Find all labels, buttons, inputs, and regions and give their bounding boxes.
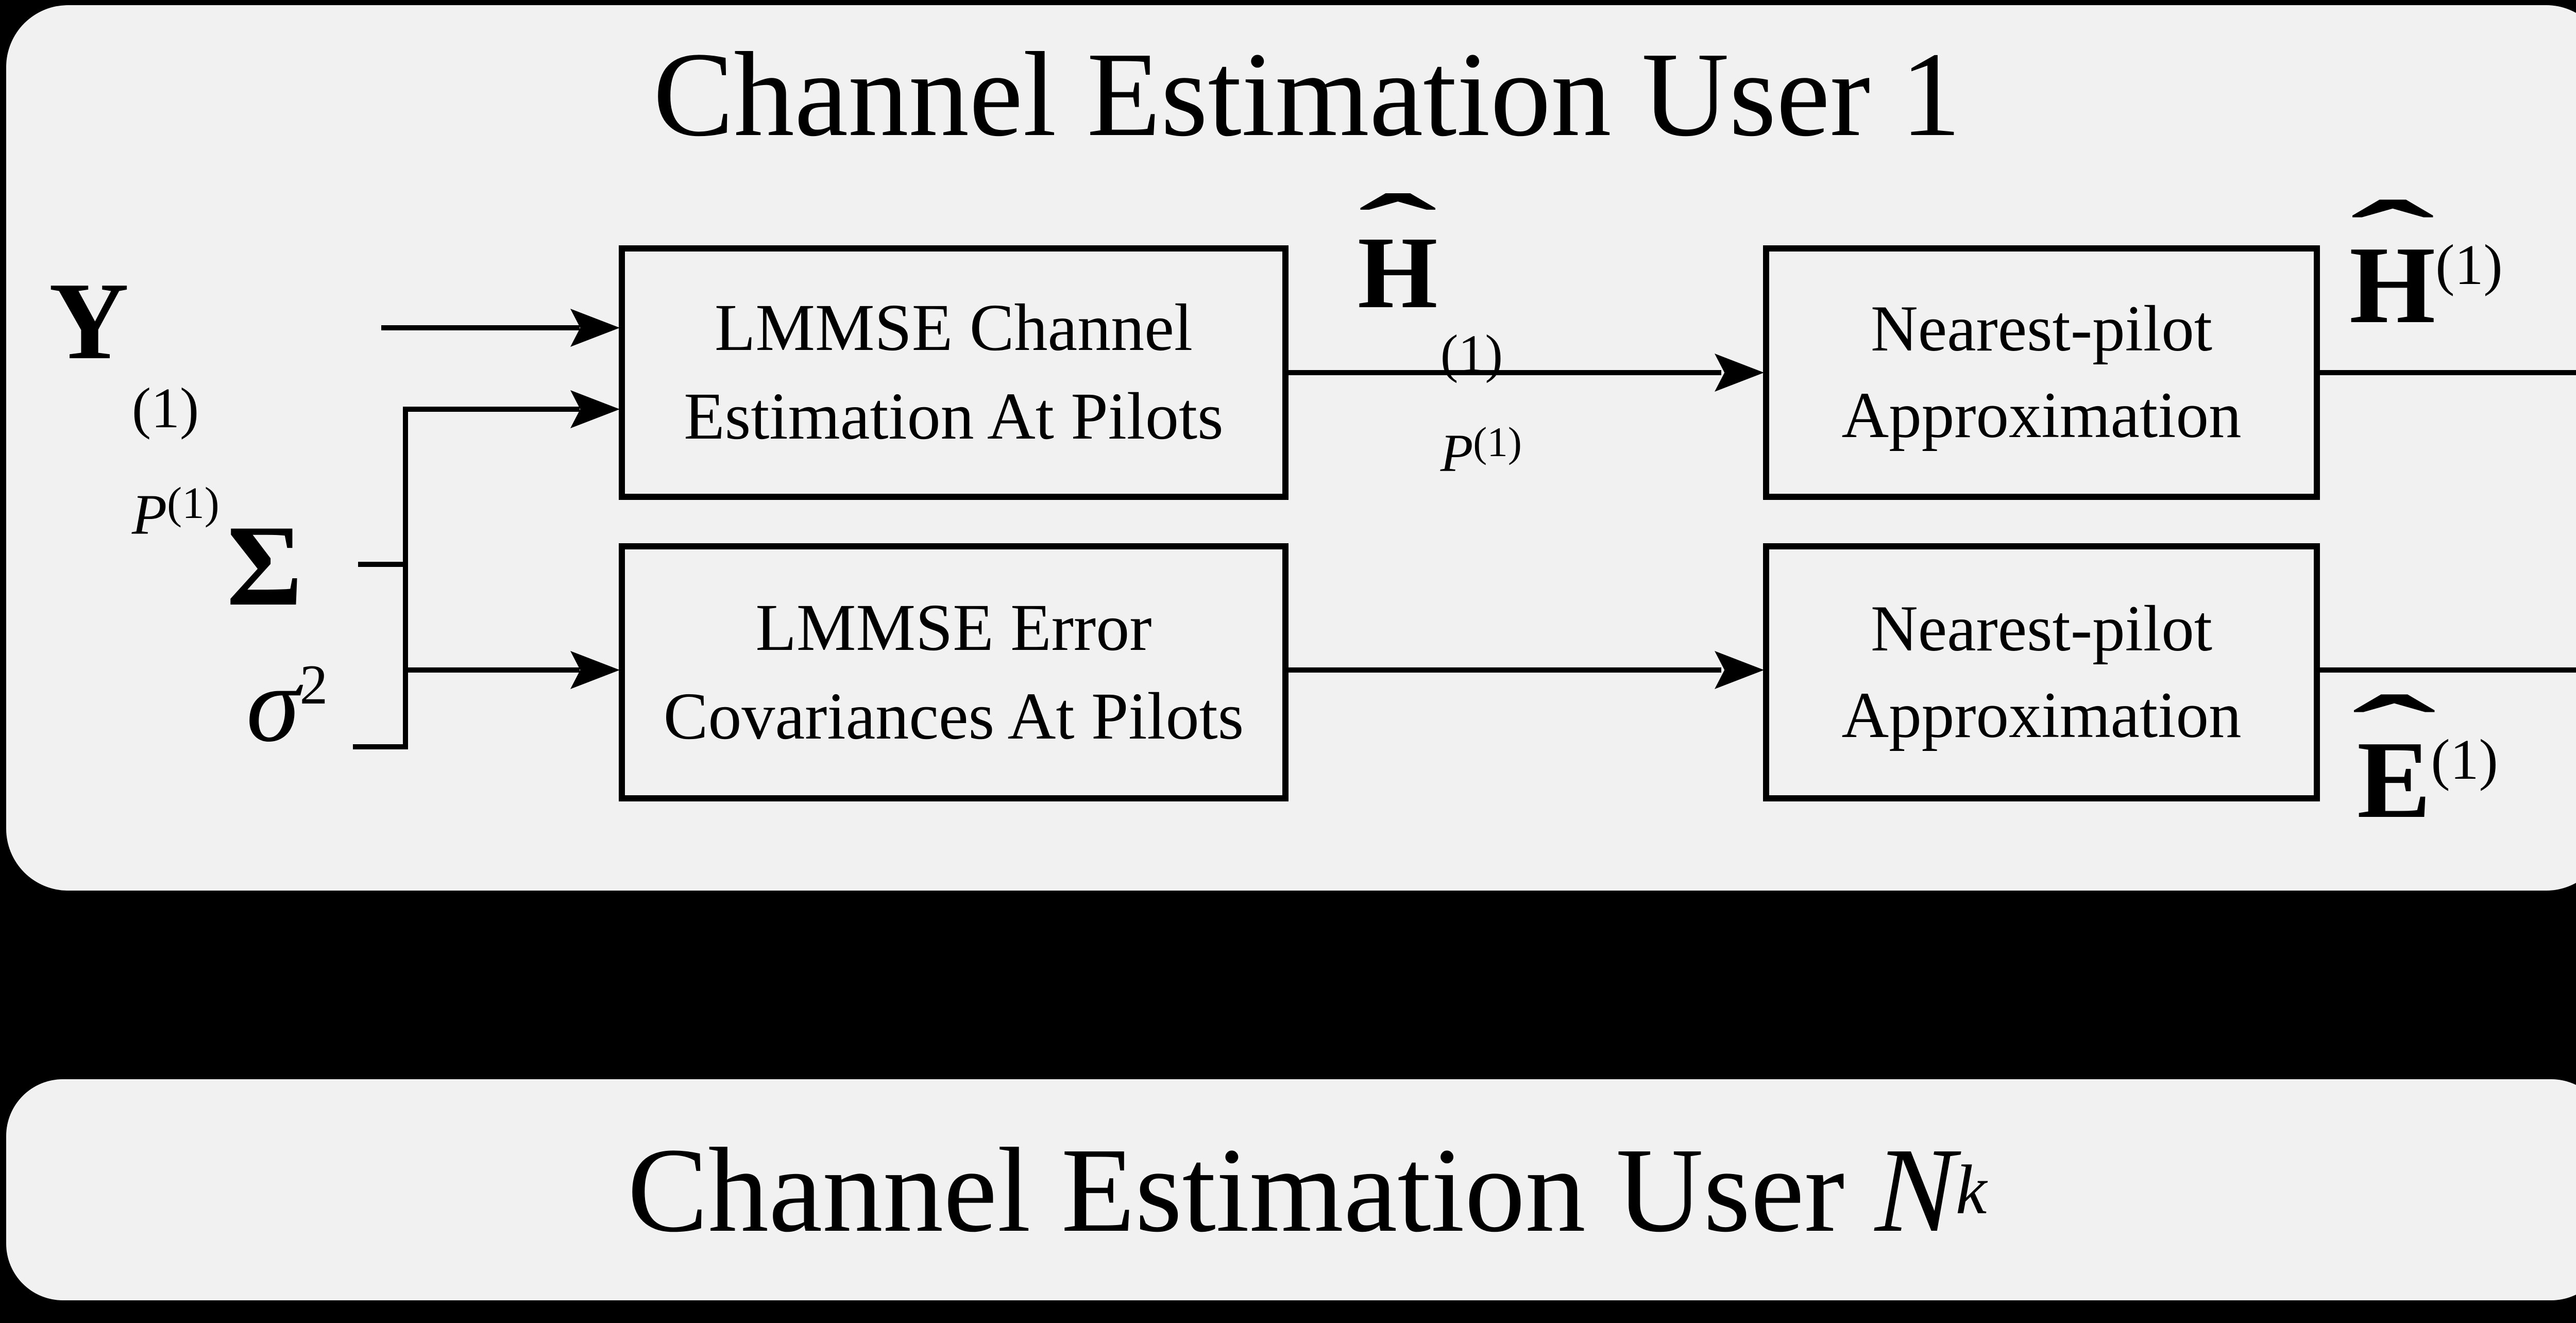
y-symbol: Y xyxy=(49,259,129,382)
h-out-superscript: (1) xyxy=(2435,233,2503,297)
hat-accent-icon: ˆ xyxy=(1358,175,1437,289)
noise-connector-line xyxy=(353,744,408,749)
panel-userN-title-prefix: Channel Estimation User xyxy=(627,1123,1875,1257)
input-label-sigma: Σ xyxy=(227,501,303,630)
block-np-top-line1: Nearest-pilot xyxy=(1871,293,2212,365)
sigma-exponent: 2 xyxy=(299,653,328,716)
panel-channel-estimation-userN xyxy=(6,1079,2576,1300)
arrow-to-error-covariances-line xyxy=(405,667,580,673)
arrow-channel-to-np-line xyxy=(1289,370,1721,375)
y-scripts: (1)P(1) xyxy=(131,376,219,544)
h-pilot-subscript: P(1) xyxy=(1440,418,1522,483)
y-subscript: P(1) xyxy=(132,480,219,544)
e-out-superscript: (1) xyxy=(2431,728,2498,792)
userN-variable-subscript: k xyxy=(1955,1151,1987,1229)
h-pilot-set-symbol: P xyxy=(1440,423,1473,483)
y-superscript: (1) xyxy=(131,376,199,441)
hat-accent-icon: ˆ xyxy=(2350,179,2435,302)
block-nearest-pilot-bottom: Nearest-pilot Approximation xyxy=(1763,543,2320,801)
panel-channel-estimation-user1 xyxy=(6,5,2576,891)
arrow-sigma-to-channel-line xyxy=(405,407,580,412)
h-out-symbol: H xyxy=(2349,223,2436,346)
sigma-symbol: σ xyxy=(246,645,300,764)
panel-user1-title: Channel Estimation User 1 xyxy=(653,27,1961,161)
output-line-e xyxy=(2320,667,2576,673)
block-np-top-line2: Approximation xyxy=(1841,379,2242,451)
hat-accent-icon: ˆ xyxy=(2351,674,2437,797)
block-lmmse-channel-line1: LMMSE Channel xyxy=(714,291,1193,365)
pilot-set-symbol: P xyxy=(131,482,167,547)
pilot-set-superscript: (1) xyxy=(167,478,219,528)
input-label-y-pilot: Y(1)P(1) xyxy=(49,265,219,544)
sigma-connector-line xyxy=(358,562,408,567)
h-pilot-scripts: (1)P(1) xyxy=(1440,327,1522,480)
block-np-bottom-line1: Nearest-pilot xyxy=(1871,592,2212,665)
block-nearest-pilot-top: Nearest-pilot Approximation xyxy=(1763,245,2320,500)
junction-trunk-line xyxy=(403,407,408,749)
e-out-symbol: E xyxy=(2357,718,2431,841)
h-pilot-set-superscript: (1) xyxy=(1473,418,1522,465)
output-line-h xyxy=(2320,370,2576,375)
block-lmmse-error-covariances: LMMSE Error Covariances At Pilots xyxy=(619,543,1289,801)
userN-variable: N xyxy=(1875,1123,1956,1257)
block-lmmse-channel-line2: Estimation At Pilots xyxy=(684,379,1224,454)
arrow-error-to-np-line xyxy=(1289,667,1721,673)
h-pilot-symbol: H xyxy=(1358,216,1438,330)
block-lmmse-error-line2: Covariances At Pilots xyxy=(663,679,1244,753)
input-label-noise-variance: σ2 xyxy=(246,650,328,759)
block-lmmse-channel-estimation: LMMSE Channel Estimation At Pilots xyxy=(619,245,1289,500)
block-np-bottom-line2: Approximation xyxy=(1841,679,2242,751)
block-lmmse-error-line1: LMMSE Error xyxy=(755,590,1152,665)
arrow-y-line xyxy=(381,325,580,330)
